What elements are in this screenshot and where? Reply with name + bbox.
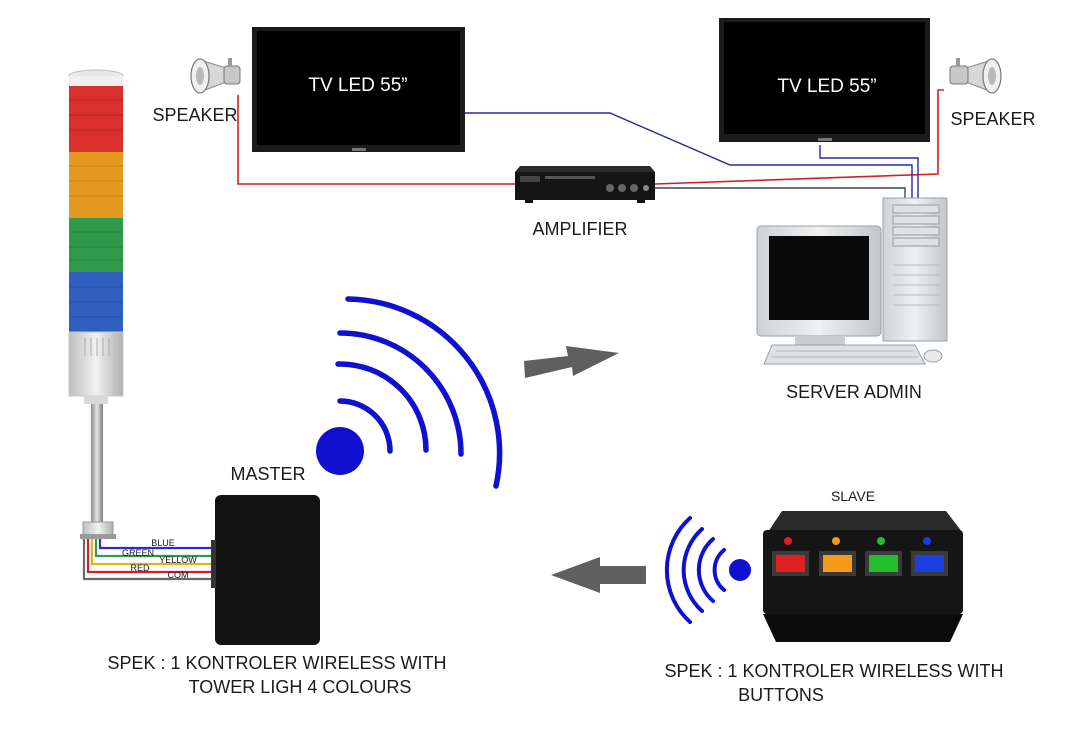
tower-segment-green <box>69 218 123 272</box>
amplifier-label: AMPLIFIER <box>532 219 627 239</box>
slave-button-blue[interactable] <box>915 555 944 572</box>
tv-left: TV LED 55” <box>252 27 465 152</box>
tower-wires <box>82 539 215 581</box>
server-admin-label: SERVER ADMIN <box>786 382 922 402</box>
amplifier-server-cable <box>655 187 906 198</box>
arrow-left-icon <box>551 557 646 593</box>
slave-button-orange[interactable] <box>823 555 852 572</box>
master-label: MASTER <box>230 464 305 484</box>
slave-indicator-orange <box>832 537 840 545</box>
speaker-left-label: SPEAKER <box>152 105 237 125</box>
wire-label-red: RED <box>130 563 150 573</box>
slave-indicator-blue <box>923 537 931 545</box>
tower-segment-red <box>69 86 123 152</box>
speaker-left-icon <box>190 58 241 94</box>
wire-label-com: COM <box>168 570 189 580</box>
tv-left-label: TV LED 55” <box>308 75 407 96</box>
speaker-left-cable <box>237 95 515 185</box>
slave-wireless-signal-icon <box>664 516 751 624</box>
wire-label-blue: BLUE <box>151 538 175 548</box>
slave-label: SLAVE <box>831 488 875 504</box>
master-wireless-signal-icon <box>316 296 503 489</box>
spec-master-line1: SPEK : 1 KONTROLER WIRELESS WITH <box>107 653 446 673</box>
server-admin-computer-icon <box>756 197 948 365</box>
spec-slave-line1: SPEK : 1 KONTROLER WIRELESS WITH <box>664 661 1003 681</box>
tv-left-server-cable <box>462 112 913 198</box>
slave-controller <box>763 511 963 642</box>
speaker-right-cable <box>654 89 944 185</box>
tv-right-label: TV LED 55” <box>777 76 876 97</box>
master-controller <box>211 495 320 645</box>
tower-segment-blue <box>69 272 123 332</box>
wire-label-yellow: YELLOW <box>159 555 197 565</box>
slave-button-green[interactable] <box>869 555 898 572</box>
tower-light <box>68 69 124 539</box>
arrow-right-icon <box>524 346 619 378</box>
speaker-right-icon <box>949 58 1002 94</box>
slave-indicator-green <box>877 537 885 545</box>
slave-indicator-red <box>784 537 792 545</box>
speaker-right-label: SPEAKER <box>950 109 1035 129</box>
tower-segment-amber <box>69 152 123 218</box>
spec-master-line2: TOWER LIGH 4 COLOURS <box>189 677 412 697</box>
spec-slave-line2: BUTTONS <box>738 685 824 705</box>
cable-group <box>237 89 944 198</box>
wire-label-green: GREEN <box>122 548 154 558</box>
tv-right: TV LED 55” <box>719 18 930 142</box>
amplifier-icon <box>515 166 655 203</box>
slave-button-red[interactable] <box>776 555 805 572</box>
tv-right-server-cable <box>819 145 919 198</box>
